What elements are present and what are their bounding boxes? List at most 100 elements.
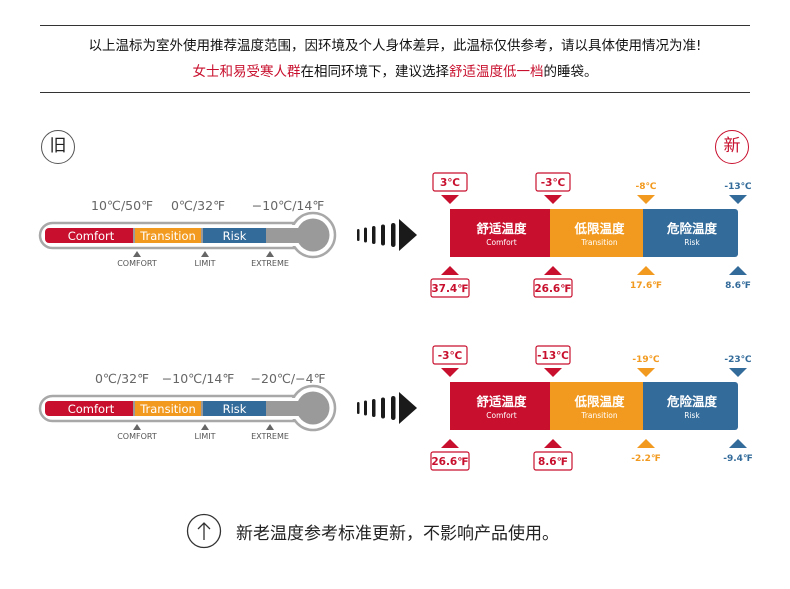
arrow-bar-icon bbox=[372, 399, 376, 417]
pointer-up-icon bbox=[729, 266, 747, 275]
arrow-bar-icon bbox=[381, 397, 385, 419]
top-temp-label: -23℃ bbox=[724, 355, 751, 365]
arrow-bar-icon bbox=[391, 396, 396, 420]
top-temp-box bbox=[535, 345, 571, 365]
new-band-comfort bbox=[450, 382, 553, 430]
old-band-label: Comfort bbox=[68, 229, 115, 243]
arrow-bar-icon bbox=[357, 229, 360, 241]
old-temp-label: 10℃/50℉ bbox=[91, 198, 153, 213]
notice-middle: 在相同环境下，建议选择 bbox=[300, 64, 450, 80]
pointer-down-icon bbox=[544, 368, 562, 377]
old-band-transition bbox=[135, 401, 201, 416]
pointer-down-icon bbox=[441, 368, 459, 377]
new-band-cn: 危险温度 bbox=[666, 394, 718, 409]
bottom-temp-box bbox=[533, 278, 573, 298]
old-marker-label: COMFORT bbox=[117, 259, 157, 268]
marker-triangle-icon bbox=[133, 424, 141, 430]
top-temp-label: -19℃ bbox=[632, 355, 659, 365]
new-band-cn: 低限温度 bbox=[573, 394, 625, 409]
bottom-rule bbox=[40, 92, 750, 93]
pointer-up-icon bbox=[544, 266, 562, 275]
arrow-bar-icon bbox=[391, 223, 396, 247]
new-band-risk bbox=[646, 382, 738, 430]
comparison-row-1: 10℃/50℉ 0℃/32℉ −10℃/14℉ Comfort Transition Ri… bbox=[38, 172, 752, 298]
top-temp-label: -3℃ bbox=[541, 177, 565, 189]
notice-line-1: 以上温标为室外使用推荐温度范围，因环境及个人身体差异，此温标仅供参考，请以具体使… bbox=[88, 38, 702, 54]
old-marker-label: EXTREME bbox=[251, 259, 289, 268]
top-temp-label: -3℃ bbox=[438, 350, 462, 362]
top-temp-label: -13℃ bbox=[537, 350, 569, 362]
pointer-down-icon bbox=[637, 195, 655, 204]
top-temp-label: -13℃ bbox=[724, 182, 751, 192]
marker-triangle-icon bbox=[266, 251, 274, 257]
notice-highlight-women: 女士和易受寒人群 bbox=[192, 64, 301, 80]
old-temp-label: −10℃/14℉ bbox=[252, 198, 325, 213]
bottom-temp-box bbox=[430, 278, 470, 298]
pointer-up-icon bbox=[441, 266, 459, 275]
arrow-head-icon bbox=[399, 219, 417, 251]
top-temp-box bbox=[432, 172, 468, 192]
thermometer-bulb bbox=[296, 218, 330, 252]
old-marker-label: LIMIT bbox=[195, 432, 216, 441]
bottom-temp-label: -2.2℉ bbox=[631, 454, 661, 464]
new-band-en: Risk bbox=[684, 411, 700, 420]
pointer-up-icon bbox=[441, 439, 459, 448]
new-band-cn: 低限温度 bbox=[573, 221, 625, 236]
marker-triangle-icon bbox=[266, 424, 274, 430]
arrow-bar-icon bbox=[364, 400, 367, 416]
arrow-head-icon bbox=[399, 392, 417, 424]
old-marker-label: COMFORT bbox=[117, 432, 157, 441]
old-band-comfort bbox=[49, 401, 133, 416]
new-band-comfort bbox=[450, 209, 553, 257]
footer-note: 新老温度参考标准更新，不影响产品使用。 bbox=[236, 524, 559, 544]
old-band-risk bbox=[203, 401, 266, 416]
bottom-temp-box bbox=[533, 451, 573, 471]
old-temp-label: 0℃/32℉ bbox=[171, 198, 225, 213]
notice-highlight-lower: 舒适温度低一档 bbox=[449, 64, 544, 80]
old-band-label: Risk bbox=[223, 402, 247, 416]
old-band-comfort bbox=[49, 228, 133, 243]
pointer-down-icon bbox=[544, 195, 562, 204]
old-band-label: Transition bbox=[139, 402, 196, 416]
new-band-transition bbox=[553, 209, 646, 257]
bottom-temp-label: 26.6℉ bbox=[431, 456, 468, 468]
top-temp-box bbox=[535, 172, 571, 192]
bottom-temp-label: 26.6℉ bbox=[534, 283, 571, 295]
arrow-bar-icon bbox=[357, 402, 360, 414]
old-temp-label: −10℃/14℉ bbox=[162, 371, 235, 386]
arrow-bar-icon bbox=[381, 224, 385, 246]
bottom-temp-label: 8.6℉ bbox=[725, 281, 751, 291]
new-band-cn: 舒适温度 bbox=[475, 394, 527, 409]
top-temp-label: 3℃ bbox=[440, 177, 460, 189]
top-temp-box bbox=[432, 345, 468, 365]
old-marker-label: EXTREME bbox=[251, 432, 289, 441]
pointer-down-icon bbox=[729, 195, 747, 204]
pointer-up-icon bbox=[544, 439, 562, 448]
notice-line-2: 女士和易受寒人群在相同环境下，建议选择舒适温度低一档的睡袋。 bbox=[40, 62, 750, 82]
up-arrow-icon bbox=[186, 513, 222, 549]
pointer-up-icon bbox=[637, 266, 655, 275]
top-rule bbox=[40, 25, 750, 26]
new-band-en: Comfort bbox=[486, 411, 516, 420]
old-marker-label: LIMIT bbox=[195, 259, 216, 268]
bottom-temp-label: 37.4℉ bbox=[431, 283, 468, 295]
bottom-temp-label: 17.6℉ bbox=[630, 281, 662, 291]
marker-triangle-icon bbox=[201, 251, 209, 257]
old-temp-label: −20℃/−4℉ bbox=[251, 371, 326, 386]
pointer-up-icon bbox=[637, 439, 655, 448]
old-badge: 旧 bbox=[41, 130, 75, 164]
bottom-temp-label: -9.4℉ bbox=[723, 454, 753, 464]
new-band-en: Comfort bbox=[486, 238, 516, 247]
old-band-label: Transition bbox=[139, 229, 196, 243]
bottom-temp-box bbox=[430, 451, 470, 471]
new-band-risk bbox=[646, 209, 738, 257]
old-band-label: Risk bbox=[223, 229, 247, 243]
pointer-down-icon bbox=[441, 195, 459, 204]
pointer-up-icon bbox=[729, 439, 747, 448]
marker-triangle-icon bbox=[133, 251, 141, 257]
bottom-temp-label: 8.6℉ bbox=[538, 456, 568, 468]
arrow-bar-icon bbox=[364, 227, 367, 243]
marker-triangle-icon bbox=[201, 424, 209, 430]
